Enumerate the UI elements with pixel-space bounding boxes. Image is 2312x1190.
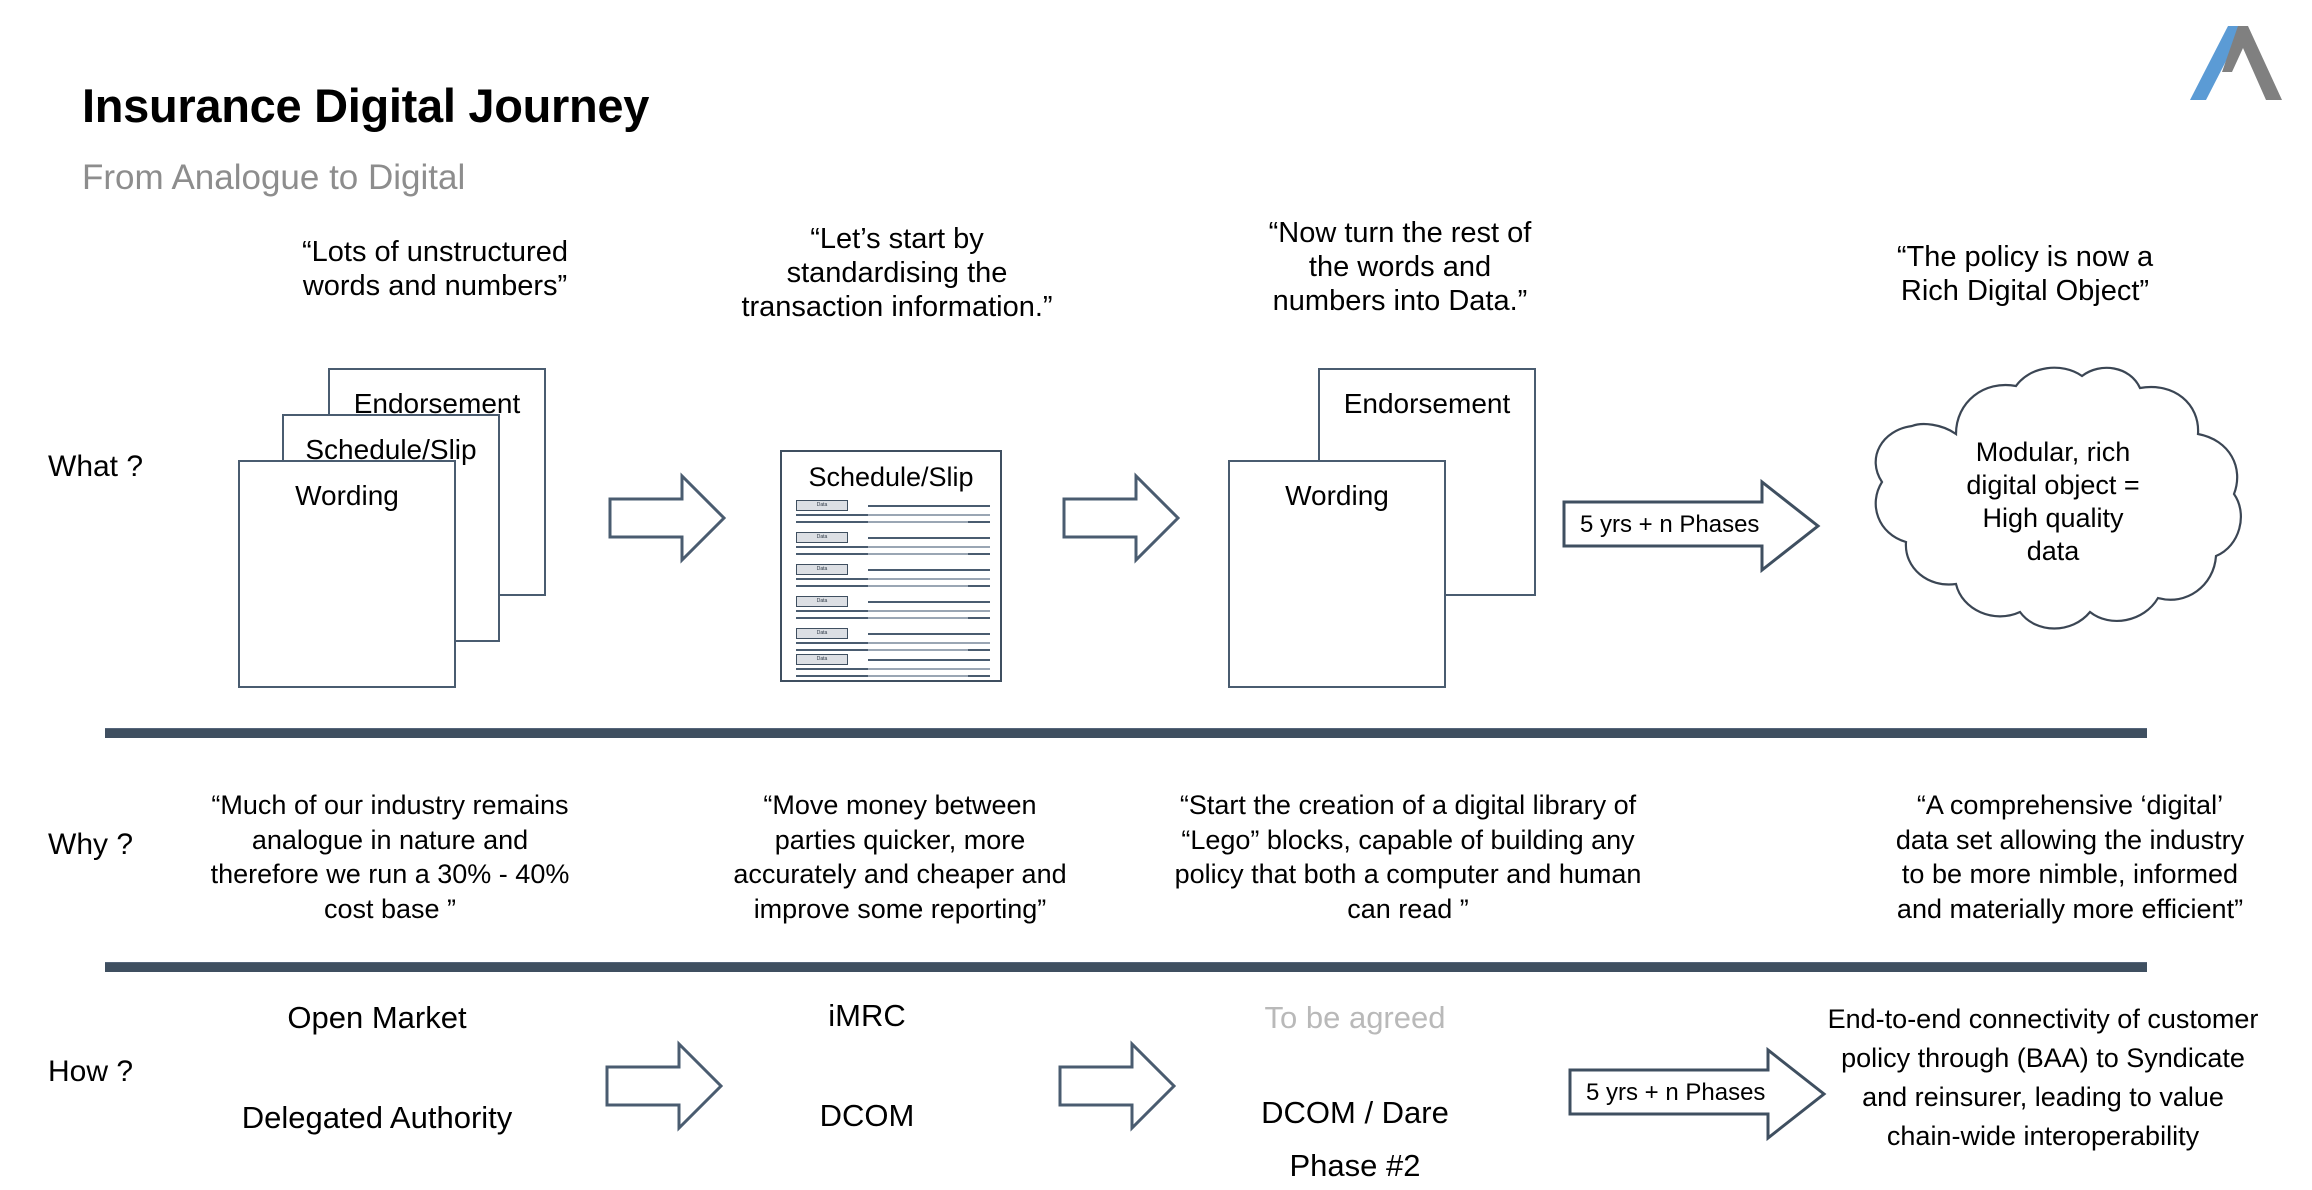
doc-card-wording: Wording xyxy=(1228,460,1446,688)
how-col3-status: To be agreed xyxy=(1264,1000,1446,1035)
what-quote-2: “Let’s start by standardising the transa… xyxy=(741,223,1053,324)
doc-card-wording: Wording xyxy=(238,460,456,688)
data-chip: Data xyxy=(796,500,848,511)
process-arrow-1-icon xyxy=(608,472,727,564)
row-label-how: How ? xyxy=(48,1055,134,1088)
paper-data-row: Data xyxy=(796,564,990,591)
doc-card-label: Wording xyxy=(1285,480,1389,511)
document-stack-digital: Endorsement Wording xyxy=(1228,368,1558,698)
why-quote-1: “Much of our industry remains analogue i… xyxy=(210,790,570,924)
divider-why-how xyxy=(105,962,2147,972)
paper-data-row: Data xyxy=(796,654,990,681)
data-chip: Data xyxy=(796,628,848,639)
what-quote-4: “The policy is now a Rich Digital Object… xyxy=(1896,241,2154,308)
process-arrow-2-icon xyxy=(1062,472,1181,564)
process-arrow-3-icon xyxy=(605,1040,724,1132)
arrow-label-phases-2: 5 yrs + n Phases xyxy=(1586,1079,1766,1106)
digital-object-cloud: Modular, rich digital object = High qual… xyxy=(1848,362,2260,652)
why-quote-2: “Move money between parties quicker, mor… xyxy=(733,790,1067,924)
arrow-label-phases: 5 yrs + n Phases xyxy=(1580,511,1760,538)
how-col1-item1: Open Market xyxy=(287,1000,467,1035)
doc-card-label: Wording xyxy=(295,480,399,511)
why-quote-3: “Start the creation of a digital library… xyxy=(1174,790,1642,924)
data-chip: Data xyxy=(796,596,848,607)
process-arrow-phases-2-icon: 5 yrs + n Phases xyxy=(1568,1046,1828,1142)
process-arrow-phases-icon: 5 yrs + n Phases xyxy=(1562,478,1822,574)
cloud-text: Modular, rich digital object = High qual… xyxy=(1966,437,2140,566)
how-col1-item2: Delegated Authority xyxy=(241,1100,513,1135)
paper-data-row: Data xyxy=(796,628,990,655)
divider-what-why xyxy=(105,728,2147,738)
company-logo-a-icon xyxy=(2188,20,2284,106)
how-outcome-text: End-to-end connectivity of customer poli… xyxy=(1827,1004,2259,1152)
paper-data-row: Data xyxy=(796,596,990,623)
row-label-why: Why ? xyxy=(48,828,134,861)
doc-card-label: Endorsement xyxy=(1343,388,1511,419)
how-col2-item2: DCOM xyxy=(819,1098,915,1133)
how-col2-item1: iMRC xyxy=(828,998,906,1033)
doc-card-label: Schedule/Slip xyxy=(305,434,477,465)
data-chip: Data xyxy=(796,532,848,543)
what-quote-1: “Lots of unstructured words and numbers” xyxy=(302,236,568,303)
document-stack-analogue: Endorsement Schedule/Slip Wording xyxy=(238,368,568,698)
how-col3-item1: DCOM / Dare xyxy=(1261,1095,1449,1130)
why-quote-4: “A comprehensive ‘digital’ data set allo… xyxy=(1895,790,2245,924)
page-subtitle: From Analogue to Digital xyxy=(82,158,466,197)
what-quote-3: “Now turn the rest of the words and numb… xyxy=(1268,217,1532,318)
doc-card-label: Endorsement xyxy=(353,388,521,419)
how-col3-item2: Phase #2 xyxy=(1289,1148,1421,1183)
schedule-slip-document: Schedule/Slip Data Data Data xyxy=(780,450,1002,682)
data-chip: Data xyxy=(796,654,848,665)
page-title: Insurance Digital Journey xyxy=(82,79,650,132)
paper-title: Schedule/Slip xyxy=(808,462,974,492)
paper-data-row: Data xyxy=(796,500,990,527)
paper-data-row: Data xyxy=(796,532,990,559)
data-chip: Data xyxy=(796,564,848,575)
process-arrow-4-icon xyxy=(1058,1040,1177,1132)
row-label-what: What ? xyxy=(48,450,144,483)
